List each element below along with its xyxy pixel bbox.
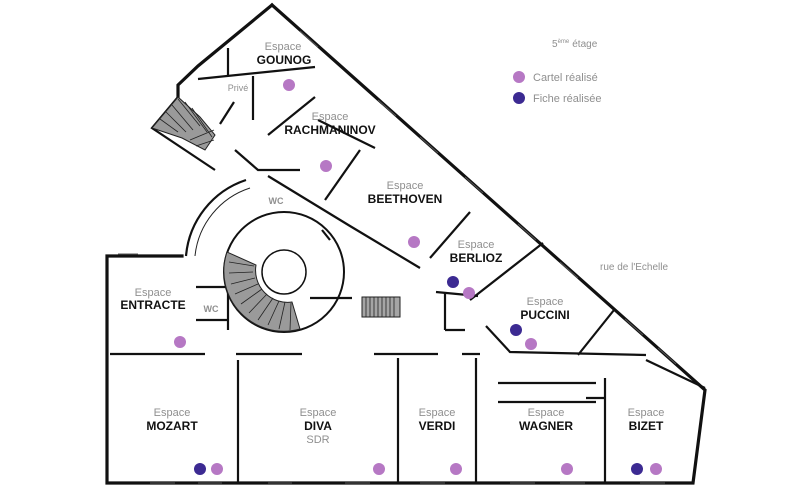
space-prefix: Espace: [154, 407, 191, 419]
cartel-marker: [373, 463, 385, 475]
cartel-marker: [211, 463, 223, 475]
space-name: BEETHOVEN: [368, 192, 443, 206]
space-prefix: Espace: [135, 287, 172, 299]
cartel-marker: [174, 336, 186, 348]
legend-fiche-label: Fiche réalisée: [533, 93, 601, 105]
space-prefix: Espace: [419, 407, 456, 419]
space-wagner: Espace WAGNER: [519, 407, 573, 433]
space-prefix: Espace: [458, 239, 495, 251]
window-marks: [118, 30, 677, 484]
space-prefix: Espace: [528, 407, 565, 419]
space-name: ENTRACTE: [120, 298, 185, 312]
space-bizet: Espace BIZET: [628, 407, 665, 433]
space-name: BIZET: [629, 419, 664, 433]
space-entracte: Espace ENTRACTE: [120, 287, 185, 312]
space-berlioz: Espace BERLIOZ: [450, 239, 503, 265]
prive-label: Privé: [228, 83, 249, 93]
space-name: RACHMANINOV: [284, 123, 375, 137]
cartel-marker: [450, 463, 462, 475]
space-prefix: Espace: [387, 180, 424, 192]
legend-cartel-label: Cartel réalisé: [533, 72, 598, 84]
space-name: VERDI: [419, 419, 456, 433]
space-name: BERLIOZ: [450, 251, 503, 265]
space-prefix: Espace: [265, 41, 302, 53]
cartel-marker: [561, 463, 573, 475]
space-verdi: Espace VERDI: [419, 407, 456, 433]
space-gounog: Espace GOUNOG: [257, 41, 312, 67]
space-prefix: Espace: [527, 296, 564, 308]
legend-fiche-dot: [513, 92, 525, 104]
wc-label-bottom: WC: [204, 304, 219, 314]
space-name: PUCCINI: [520, 308, 569, 322]
cartel-marker: [650, 463, 662, 475]
short-staircase: [361, 296, 401, 318]
space-name: DIVA: [304, 419, 332, 433]
space-name: WAGNER: [519, 419, 573, 433]
space-name: GOUNOG: [257, 53, 312, 67]
space-name: MOZART: [146, 419, 198, 433]
interior-walls: [110, 48, 706, 483]
spiral-staircase: [223, 211, 345, 333]
cartel-marker: [283, 79, 295, 91]
corner-staircase: [151, 96, 216, 151]
space-prefix: Espace: [628, 407, 665, 419]
legend-cartel-dot: [513, 71, 525, 83]
outer-walls: [105, 2, 707, 485]
cartel-marker: [320, 160, 332, 172]
space-puccini: Espace PUCCINI: [520, 296, 569, 322]
fiche-marker: [631, 463, 643, 475]
status-markers: [174, 79, 662, 475]
space-prefix: Espace: [300, 407, 337, 419]
space-rachmaninov: Espace RACHMANINOV: [284, 111, 375, 137]
street-label: rue de l'Echelle: [600, 262, 669, 273]
legend: Cartel réalisé Fiche réalisée: [513, 71, 601, 105]
space-diva: Espace DIVA SDR: [300, 407, 337, 446]
fiche-marker: [447, 276, 459, 288]
space-sub: SDR: [306, 434, 329, 446]
cartel-marker: [463, 287, 475, 299]
cartel-marker: [408, 236, 420, 248]
fiche-marker: [510, 324, 522, 336]
space-mozart: Espace MOZART: [146, 407, 198, 433]
space-beethoven: Espace BEETHOVEN: [368, 180, 443, 206]
fiche-marker: [194, 463, 206, 475]
wc-label-top: WC: [269, 196, 284, 206]
cartel-marker: [525, 338, 537, 350]
space-prefix: Espace: [312, 111, 349, 123]
